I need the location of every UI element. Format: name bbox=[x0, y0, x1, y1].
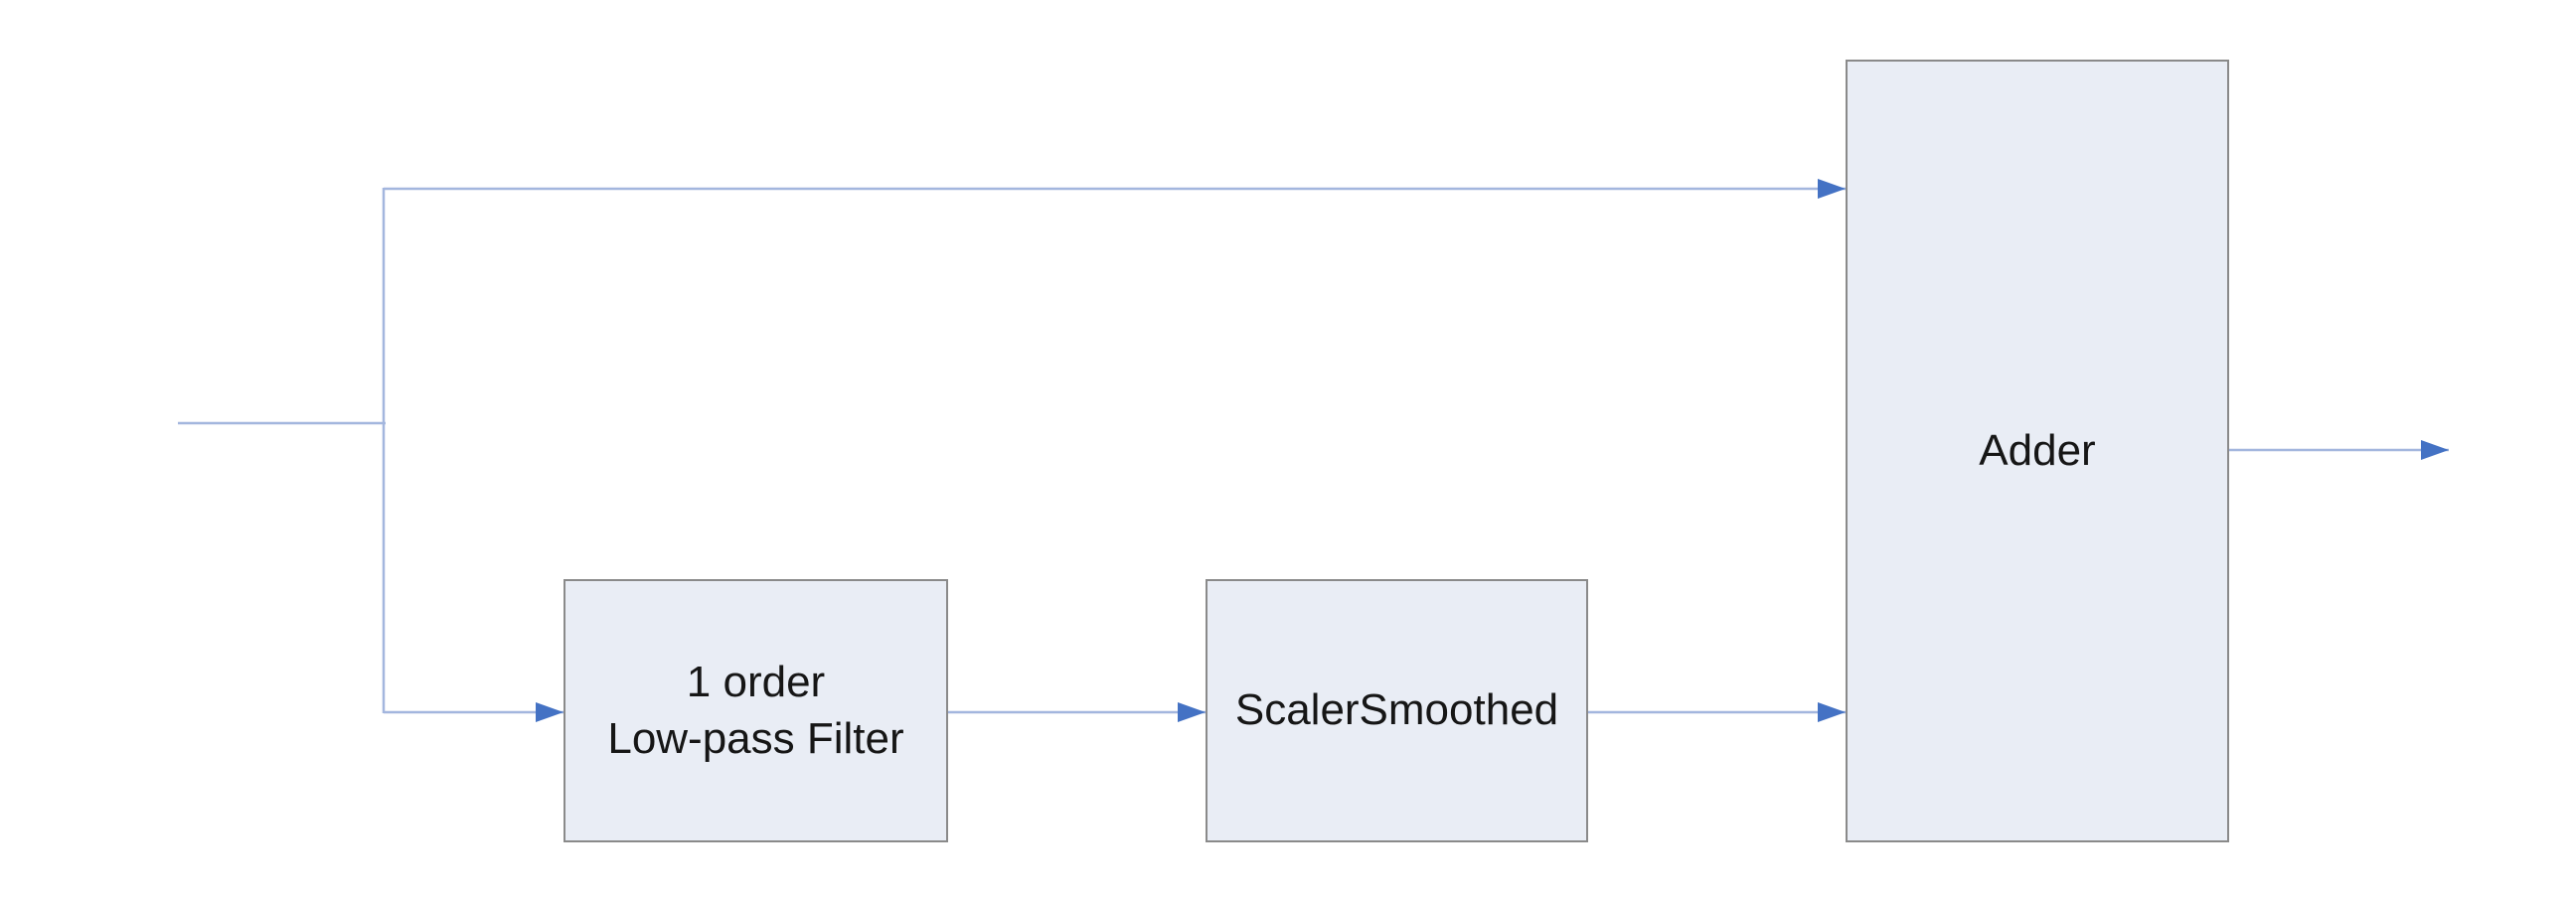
node-adder[interactable]: Adder bbox=[1846, 60, 2229, 842]
node-adder-label: Adder bbox=[1979, 425, 2096, 475]
node-lowpass-filter-label-line2: Low-pass Filter bbox=[607, 713, 904, 763]
node-lowpass-filter-label-line1: 1 order bbox=[686, 658, 826, 707]
node-lowpass-filter[interactable]: 1 order Low-pass Filter bbox=[564, 579, 948, 842]
node-scaler-smoothed-label: ScalerSmoothed bbox=[1234, 685, 1559, 735]
node-scaler-smoothed[interactable]: ScalerSmoothed bbox=[1206, 579, 1588, 842]
